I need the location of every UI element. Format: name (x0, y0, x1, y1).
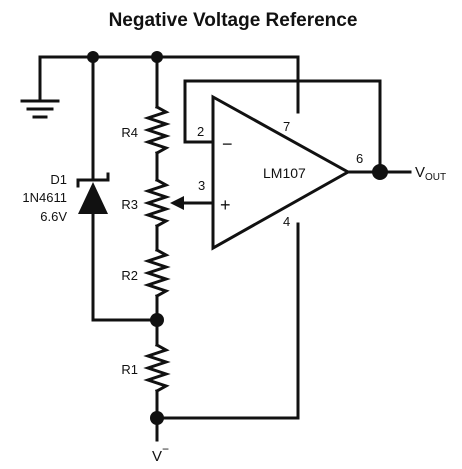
resistor-r1-zigzag (143, 342, 171, 394)
resistor-r3-zigzag (143, 177, 171, 229)
zener-diode-d1 (76, 55, 110, 322)
supply-net-label: V− (152, 442, 169, 465)
output-net-label: VOUT (415, 164, 446, 183)
resistor-r2-zigzag (143, 247, 171, 299)
negative-supply-wire (155, 222, 300, 420)
pin-2-label: 2 (197, 124, 204, 139)
resistor-divider-column (143, 55, 171, 442)
resistor-r4-label: R4 (121, 125, 138, 140)
zener-diode-triangle (78, 182, 108, 214)
resistor-r3-label: R3 (121, 197, 138, 212)
resistor-r1-label: R1 (121, 362, 138, 377)
resistor-r4-zigzag (143, 104, 171, 156)
pin-7-label: 7 (283, 119, 290, 134)
potentiometer-wiper (170, 196, 215, 210)
junction-dot (372, 164, 388, 180)
diode-part-label: 1N4611 (22, 190, 67, 205)
zener-diode-cathode-bar (76, 172, 110, 188)
diagram-title: Negative Voltage Reference (109, 10, 358, 31)
pin-4-label: 4 (283, 214, 290, 229)
top-rail-wire (38, 55, 300, 114)
wiper-arrow-icon (170, 196, 184, 210)
resistor-r2-label: R2 (121, 268, 138, 283)
junction-dot (87, 51, 99, 63)
feedback-wire (183, 79, 382, 174)
ground-icon (20, 95, 60, 119)
junction-dot (150, 411, 164, 425)
opamp-noninverting-sign: + (220, 195, 231, 215)
junction-dot (150, 313, 164, 327)
diode-ref-label: D1 (50, 172, 67, 187)
junction-dot (151, 51, 163, 63)
opamp-inverting-sign: − (222, 134, 233, 154)
diode-voltage-label: 6.6V (40, 209, 67, 224)
pin-6-label: 6 (356, 151, 363, 166)
opamp-part-label: LM107 (263, 165, 306, 181)
opamp-lm107: LM107 − + (211, 94, 352, 251)
pin-3-label: 3 (198, 178, 205, 193)
